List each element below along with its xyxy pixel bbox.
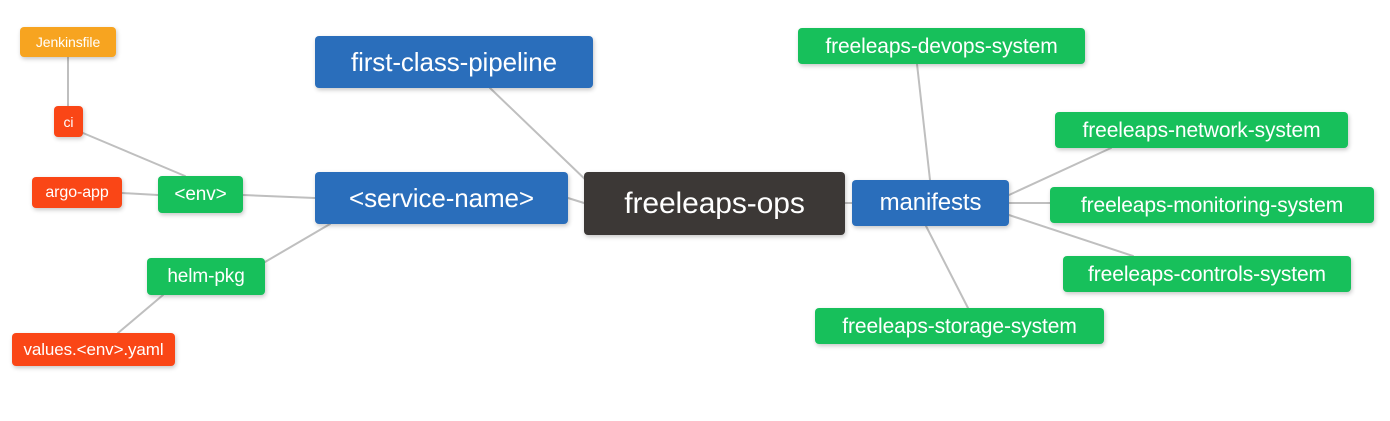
- edge-helm-pkg-to-values-env-yaml: [117, 294, 164, 334]
- edge-env-to-ci: [82, 132, 186, 177]
- edge-manifests-to-freeleaps-storage-system: [925, 225, 969, 309]
- node-freeleaps-ops[interactable]: freeleaps-ops: [584, 172, 845, 235]
- node-freeleaps-monitoring-system[interactable]: freeleaps-monitoring-system: [1050, 187, 1374, 223]
- edge-freeleaps-ops-to-first-class-pipeline: [489, 87, 591, 185]
- node-first-class-pipeline[interactable]: first-class-pipeline: [315, 36, 593, 88]
- node-values-env-yaml[interactable]: values.<env>.yaml: [12, 333, 175, 366]
- edge-env-to-argo-app: [121, 192, 159, 196]
- node-helm-pkg[interactable]: helm-pkg: [147, 258, 265, 295]
- edge-service-name-to-helm-pkg: [264, 223, 331, 263]
- node-manifests[interactable]: manifests: [852, 180, 1009, 226]
- node-freeleaps-devops-system[interactable]: freeleaps-devops-system: [798, 28, 1085, 64]
- node-env[interactable]: <env>: [158, 176, 243, 213]
- edge-service-name-to-env: [242, 194, 316, 199]
- node-ci[interactable]: ci: [54, 106, 83, 137]
- node-freeleaps-storage-system[interactable]: freeleaps-storage-system: [815, 308, 1104, 344]
- node-freeleaps-controls-system[interactable]: freeleaps-controls-system: [1063, 256, 1351, 292]
- edge-freeleaps-ops-to-service-name: [567, 197, 585, 204]
- node-jenkinsfile[interactable]: Jenkinsfile: [20, 27, 116, 57]
- node-argo-app[interactable]: argo-app: [32, 177, 122, 208]
- node-service-name[interactable]: <service-name>: [315, 172, 568, 224]
- node-freeleaps-network-system[interactable]: freeleaps-network-system: [1055, 112, 1348, 148]
- edge-manifests-to-freeleaps-devops-system: [916, 63, 931, 181]
